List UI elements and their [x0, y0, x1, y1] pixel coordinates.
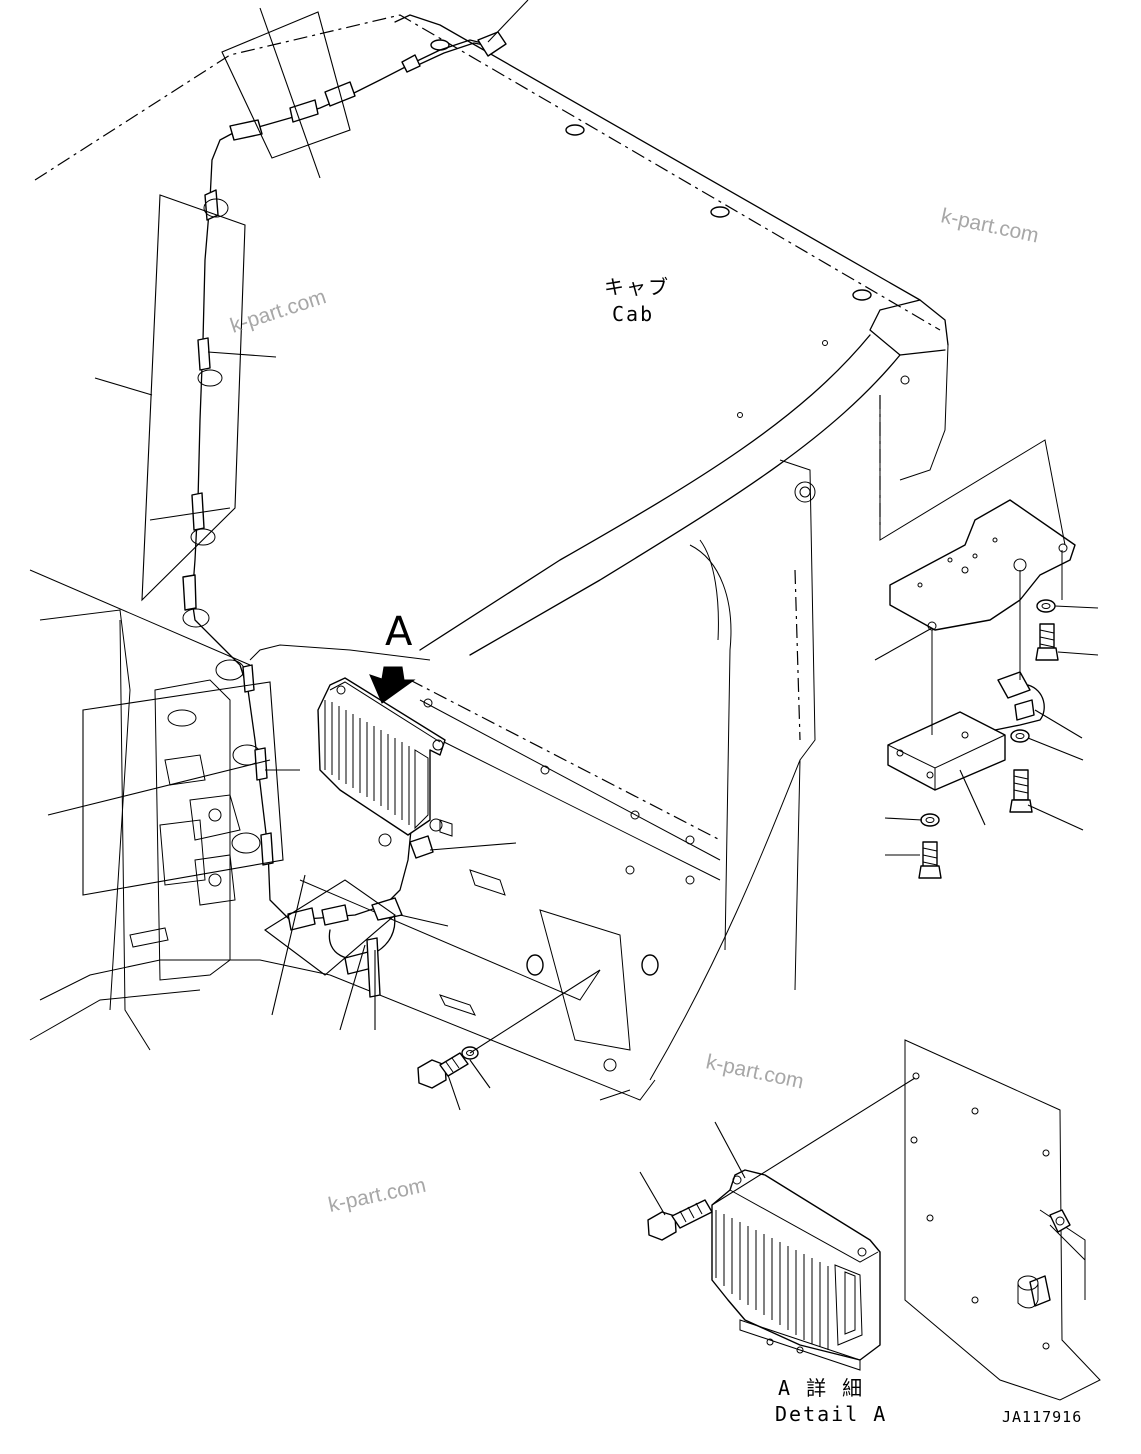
- antenna-controller: [317, 677, 453, 837]
- door-hinge-assembly: [154, 679, 241, 981]
- callout-leaders: [47, 0, 1099, 1216]
- gps-receiver-unit: [887, 671, 1045, 791]
- cab-label-jp: キャブ: [604, 275, 670, 299]
- detail-a-view: [647, 1039, 1101, 1401]
- cab-outline: [29, 14, 949, 1101]
- bracket-fasteners: [879, 400, 1066, 879]
- detail-a-label-en: Detail A: [775, 1402, 887, 1426]
- watermark: k-part.com: [704, 1050, 806, 1093]
- watermark: k-part.com: [326, 1174, 428, 1217]
- cab-label-en: Cab: [612, 302, 654, 326]
- drawing-code: JA117916: [1002, 1408, 1082, 1426]
- view-a-marker: A: [385, 609, 413, 655]
- detail-a-label-jp: A 詳 細: [778, 1376, 864, 1400]
- mounting-bolt: [417, 1046, 479, 1089]
- watermark: k-part.com: [939, 204, 1041, 247]
- view-a-arrow: [369, 666, 416, 704]
- antenna-cable-route: [182, 31, 507, 998]
